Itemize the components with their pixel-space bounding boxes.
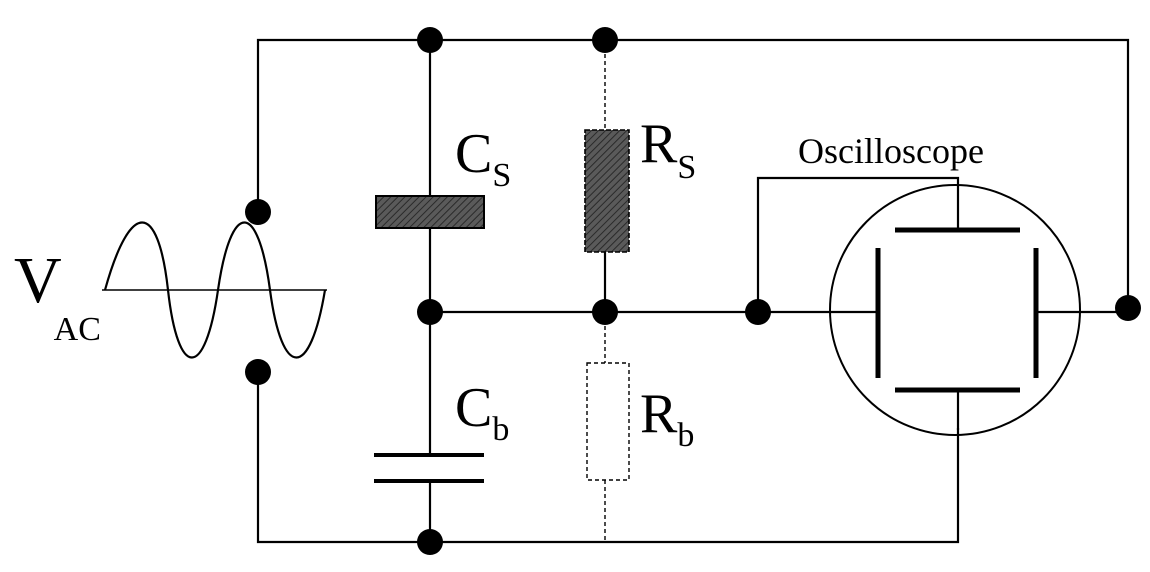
top-rail-wire [256,38,1130,308]
capacitor-cs [375,195,485,229]
source-terminal-bottom [245,359,271,385]
osc-top-input-wire [756,176,960,312]
capacitor-cb [374,453,484,483]
junction-dot [417,529,443,555]
ac-source-symbol [102,221,327,359]
source-terminal-top [245,199,271,225]
junction-dot [1115,295,1141,321]
junction-dot [417,27,443,53]
junction-dot [592,299,618,325]
plate-leads [830,228,1040,430]
oscilloscope-label: Oscilloscope [798,131,984,171]
oscilloscope [829,184,1081,436]
junction-dot [745,299,771,325]
resistor-rs [584,129,630,253]
resistor-rb [586,362,630,481]
junction-dot [417,299,443,325]
oscilloscope-tube [829,184,1081,436]
cs-label: CS [455,123,511,194]
cb-label: Cb [455,377,509,448]
rs-label: RS [640,113,696,186]
junction-dots [245,27,1141,555]
sine-wave-icon [103,221,327,359]
wires [256,38,1130,544]
bottom-rail-wire [256,372,960,544]
junction-dot [592,27,618,53]
rb-label: Rb [640,383,694,454]
deflection-plates [875,227,1039,393]
